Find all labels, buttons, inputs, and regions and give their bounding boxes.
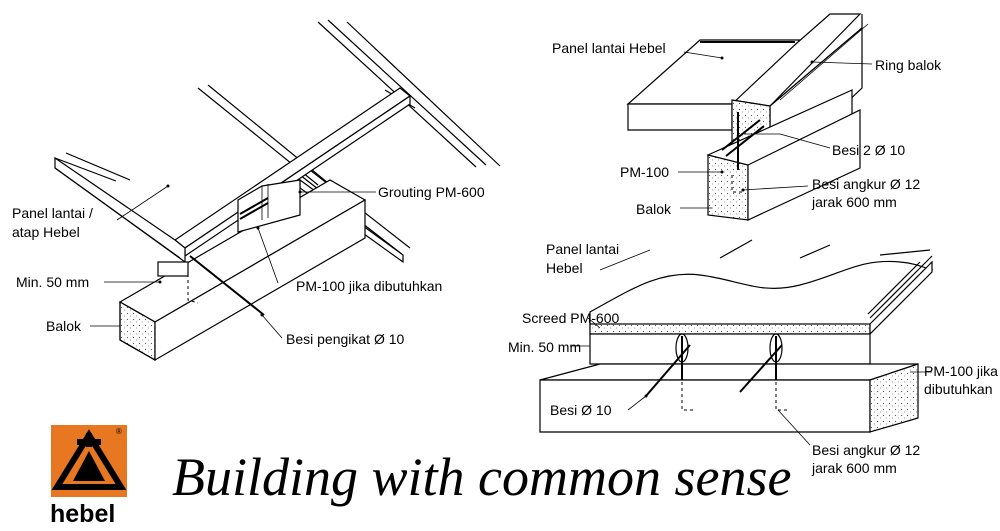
label-screed: Screed PM-600 (522, 310, 619, 326)
brand-name: hebel (50, 500, 116, 528)
label-min-bottom: Min. 50 mm (508, 339, 581, 355)
label-pm100-bottom-l1: PM-100 jika (924, 363, 998, 379)
label-grouting: Grouting PM-600 (378, 184, 485, 200)
registered-mark: ® (116, 427, 122, 436)
label-panel-bottom-l2: Hebel (546, 260, 583, 276)
label-pm100-top-right: PM-100 (620, 164, 669, 180)
diagram-left (54, 19, 501, 362)
bars-top-right (721, 112, 765, 193)
leaders-bottom (570, 249, 932, 446)
label-pm100-left: PM-100 jika dibutuhkan (296, 278, 442, 294)
beam-left (118, 179, 367, 362)
panel-left (54, 156, 186, 264)
label-balok-left: Balok (46, 318, 82, 334)
hebel-logo (51, 425, 127, 497)
joints-bottom (645, 333, 788, 411)
hebel-logo-icon (51, 429, 127, 490)
labels-left: Panel lantai / atap Hebel Grouting PM-60… (12, 184, 485, 347)
balok-face (747, 109, 861, 221)
leaders-left (90, 184, 376, 339)
diagram-top-right (626, 13, 873, 221)
label-besi-angkur-top-l2: jarak 600 mm (811, 194, 897, 210)
label-besi-bottom: Besi Ø 10 (550, 402, 612, 418)
screed-layer (589, 323, 871, 335)
beam-end (869, 363, 919, 433)
label-panel-top-right: Panel lantai Hebel (552, 40, 666, 56)
panel-body (589, 333, 871, 365)
label-besi-angkur-top: Besi angkur Ø 12 jarak 600 mm (811, 176, 924, 210)
diagram-bottom-right (539, 239, 934, 446)
label-min-left: Min. 50 mm (16, 274, 89, 290)
balok-end (707, 154, 749, 221)
panel-wave (589, 260, 934, 331)
label-besi-angkur-bottom-l2: jarak 600 mm (811, 460, 897, 476)
label-ring-balok: Ring balok (875, 57, 942, 73)
label-balok-top-right: Balok (636, 201, 672, 217)
tagline: Building with common sense (172, 447, 791, 507)
label-besi-angkur-top-l1: Besi angkur Ø 12 (812, 176, 920, 192)
label-panel-left-l2: atap Hebel (12, 224, 80, 240)
label-pm100-bottom-l2: dibutuhkan (924, 381, 993, 397)
leaders-top-right (678, 51, 873, 209)
label-pm100-bottom: PM-100 jika dibutuhkan (924, 363, 1000, 397)
bar-left (157, 255, 265, 316)
label-panel-left: Panel lantai / atap Hebel (12, 205, 97, 240)
label-besi-angkur-bottom-l1: Besi angkur Ø 12 (812, 442, 920, 458)
beam-top (539, 363, 919, 381)
label-panel-left-l1: Panel lantai / (12, 205, 93, 221)
label-panel-bottom-l1: Panel lantai (546, 241, 619, 257)
labels-bottom-right: Panel lantai Hebel Screed PM-600 Min. 50… (508, 241, 1000, 476)
label-besi-pengikat: Besi pengikat Ø 10 (286, 331, 405, 347)
label-panel-bottom: Panel lantai Hebel (546, 241, 623, 276)
panel-front (627, 103, 733, 131)
labels-top-right: Panel lantai Hebel Ring balok Besi 2 Ø 1… (552, 40, 942, 217)
grout-joint (237, 179, 301, 233)
label-besi2: Besi 2 Ø 10 (832, 142, 905, 158)
label-besi-angkur-bottom: Besi angkur Ø 12 jarak 600 mm (811, 442, 924, 476)
